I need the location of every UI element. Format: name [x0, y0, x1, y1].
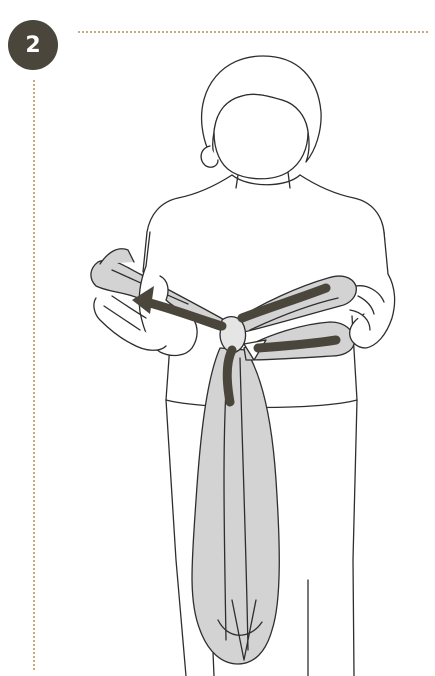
- person-head: [201, 56, 321, 188]
- arrow-down-drape: [227, 350, 232, 402]
- fabric-drape: [192, 348, 279, 664]
